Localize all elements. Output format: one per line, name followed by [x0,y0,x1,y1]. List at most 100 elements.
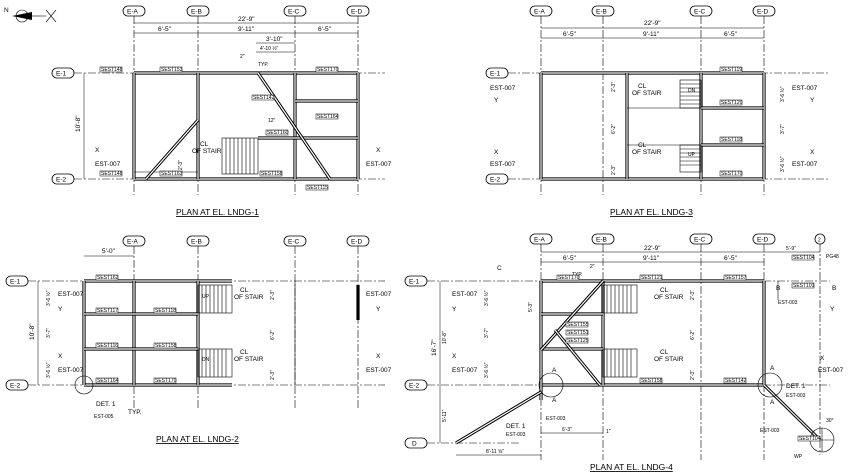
svg-text:Y: Y [810,97,815,104]
svg-text:6'-5": 6'-5" [724,31,738,38]
svg-text:SEST158: SEST158 [641,378,663,384]
svg-text:OF STAIR: OF STAIR [654,356,684,363]
plan-lndg-3: E-A E-B E-C E-D E-1 E-2 22'-9" 6'-5" 9'-… [485,5,830,217]
svg-text:2'-3": 2'-3" [270,370,276,380]
svg-text:EST-003: EST-003 [786,393,806,399]
svg-text:WP: WP [794,454,803,460]
svg-text:E-B: E-B [596,9,607,16]
svg-text:EST-003: EST-003 [760,428,780,434]
svg-text:SEST115: SEST115 [307,185,328,191]
svg-text:SEST155: SEST155 [567,322,589,328]
svg-text:E-2: E-2 [490,177,501,184]
svg-text:E-2: E-2 [409,383,420,390]
svg-text:A: A [552,367,557,374]
svg-text:2": 2" [590,264,595,270]
svg-text:9'-11": 9'-11" [238,26,255,33]
svg-text:EST-007: EST-007 [58,367,84,374]
svg-text:B: B [832,285,836,292]
svg-text:SEST148: SEST148 [101,171,123,177]
svg-text:SEST118: SEST118 [721,137,742,143]
svg-text:E-1: E-1 [409,279,420,286]
svg-text:C: C [497,265,502,272]
svg-text:3'-7": 3'-7" [46,328,52,338]
svg-text:SEST158: SEST158 [155,343,177,349]
svg-text:E-1: E-1 [10,279,21,286]
svg-text:CL: CL [660,287,669,294]
svg-text:3'-6 ½": 3'-6 ½" [45,362,52,378]
svg-text:CL: CL [240,287,249,294]
svg-text:SEST104: SEST104 [793,255,815,261]
svg-text:D: D [412,441,417,448]
grid-bubble-e1: E-1 [56,71,67,78]
svg-text:TYP.: TYP. [258,62,268,68]
svg-text:5'-11": 5'-11" [442,409,448,422]
svg-text:CL: CL [660,349,669,356]
svg-text:2'-3": 2'-3" [690,290,696,300]
svg-text:E-C: E-C [694,9,706,16]
svg-text:PG48: PG48 [826,254,839,260]
svg-text:DET. 1: DET. 1 [96,401,116,408]
svg-text:12": 12" [268,118,276,124]
svg-text:3'-6 ½": 3'-6 ½" [779,156,786,172]
svg-text:6'-2": 6'-2" [270,330,276,340]
svg-text:OF STAIR: OF STAIR [632,149,662,156]
plan-lndg-4: E-A E-B E-C E-D 2 E-1 E-2 D 22'-9" 6'-5"… [404,233,844,472]
svg-text:3'-7": 3'-7" [780,124,786,134]
svg-text:E-B: E-B [191,239,202,246]
svg-text:E-A: E-A [534,237,546,244]
svg-text:Y: Y [830,306,835,313]
svg-text:EST-007: EST-007 [366,291,392,298]
svg-text:SEST164: SEST164 [317,114,339,120]
svg-text:X: X [494,149,499,156]
svg-text:5'-0": 5'-0" [102,248,116,255]
svg-text:SEST153: SEST153 [161,67,183,73]
svg-text:2'-3": 2'-3" [611,82,617,92]
svg-text:4'-10 ½": 4'-10 ½" [260,45,279,52]
svg-text:1": 1" [606,429,611,435]
grid-bubble-eb: E-B [191,9,202,16]
svg-text:B: B [776,285,780,292]
grid-bubble-ed: E-D [351,9,363,16]
svg-text:X: X [452,353,457,360]
svg-text:CL: CL [638,83,647,90]
svg-text:10'-8": 10'-8" [29,323,36,340]
svg-text:EST-007: EST-007 [818,367,844,374]
svg-text:OF STAIR: OF STAIR [192,148,222,155]
svg-text:EST-003: EST-003 [778,300,798,306]
svg-text:SEST163: SEST163 [161,171,183,177]
svg-text:30°: 30° [826,418,834,424]
svg-text:SEST116: SEST116 [97,343,118,349]
svg-text:SEST157: SEST157 [725,275,747,281]
svg-text:2": 2" [240,54,245,60]
svg-text:OF STAIR: OF STAIR [654,294,684,301]
svg-text:22'-9": 22'-9" [644,20,661,27]
svg-text:X: X [95,147,100,154]
svg-text:X: X [820,355,825,362]
svg-text:SEST120: SEST120 [721,100,743,106]
svg-text:3'-7": 3'-7" [484,328,490,338]
svg-text:3'-6 ½": 3'-6 ½" [483,362,490,378]
svg-text:6'-2": 6'-2" [690,330,696,340]
svg-text:OF STAIR: OF STAIR [632,90,662,97]
svg-text:SEST170: SEST170 [558,275,580,281]
svg-text:EST-007: EST-007 [58,291,84,298]
svg-text:Y: Y [452,306,457,313]
svg-text:SEST170: SEST170 [155,378,177,384]
svg-text:Y: Y [58,306,63,313]
grid-bubble-ea: E-A [127,9,139,16]
svg-text:2'-3": 2'-3" [270,290,276,300]
svg-text:2'-3": 2'-3" [690,370,696,380]
svg-text:X: X [810,149,815,156]
svg-text:6'-5": 6'-5" [158,26,172,33]
svg-text:EST-007: EST-007 [792,161,818,168]
svg-text:E-A: E-A [127,239,139,246]
svg-text:EST-007: EST-007 [95,161,121,168]
grid-bubble-e2: E-2 [56,177,67,184]
svg-text:10'-8": 10'-8" [75,115,82,132]
svg-text:SEST119: SEST119 [721,67,742,73]
svg-text:EST-007: EST-007 [490,85,516,92]
north-arrow-icon: N [4,7,57,23]
svg-text:6'-2": 6'-2" [611,124,617,134]
svg-text:SEST162: SEST162 [97,275,119,281]
grid-bubble-ec: E-C [288,9,300,16]
